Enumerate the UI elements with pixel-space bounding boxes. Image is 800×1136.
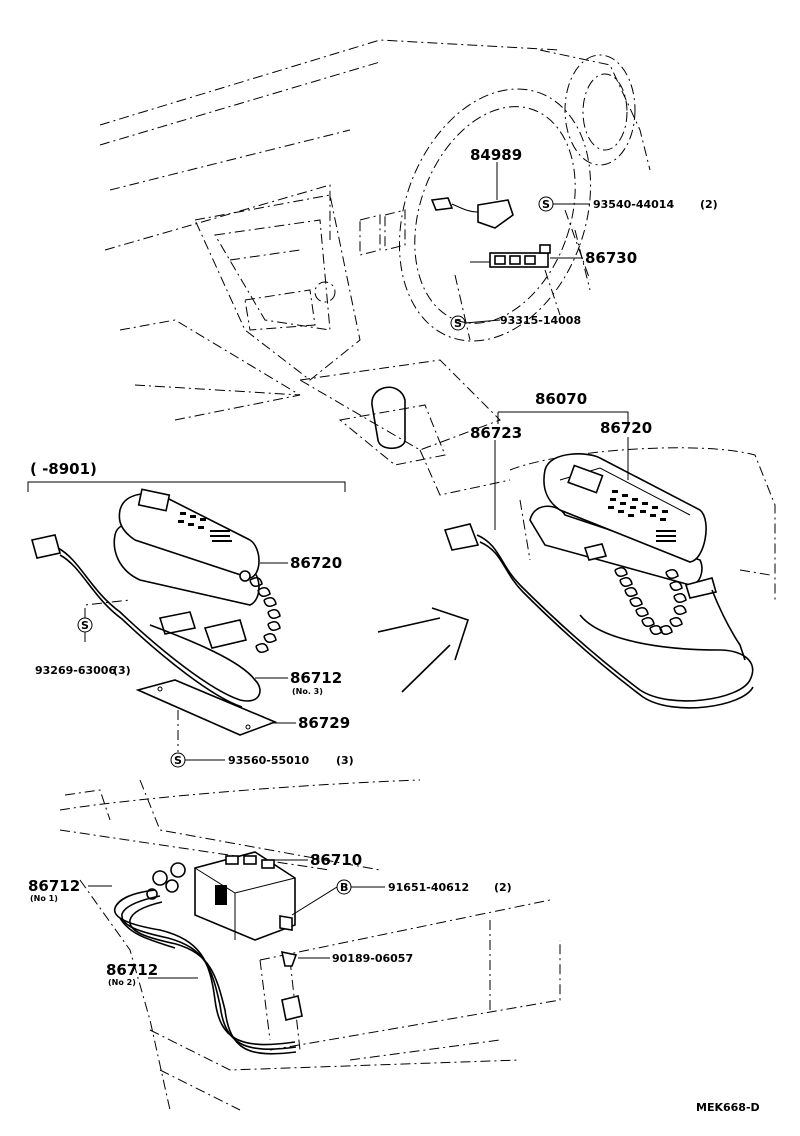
- screw-letter: S: [454, 317, 462, 330]
- screw-letter: S: [81, 619, 89, 632]
- label-91651-qty: (2): [494, 881, 512, 894]
- label-86712-no1-sub: (No 1): [30, 894, 58, 903]
- label-93315-14008: 93315-14008: [500, 314, 581, 327]
- label-86712-no2: 86712: [106, 961, 158, 979]
- screw-symbol-93540: S: [538, 196, 554, 212]
- label-86712-no2-sub: (No 2): [108, 978, 136, 987]
- bolt-letter: B: [340, 881, 348, 894]
- screw-symbol-93269: S: [77, 617, 93, 633]
- label-93540-44014: 93540-44014: [593, 198, 674, 211]
- screw-letter: S: [174, 754, 182, 767]
- label-86723: 86723: [470, 424, 522, 442]
- handset-right-illustration: [443, 447, 776, 709]
- screw-symbol-93560: S: [170, 752, 186, 768]
- label-93540-qty: (2): [700, 198, 718, 211]
- assembly-arrow: [377, 607, 470, 693]
- diagram-code: MEK668-D: [696, 1101, 760, 1114]
- handset-left-illustration: [31, 488, 281, 736]
- label-86712-no1: 86712: [28, 877, 80, 895]
- label-93269-63006: 93269-63006: [35, 664, 116, 677]
- label-86712-no3-sub: (No. 3): [292, 687, 323, 696]
- label-91651-40612: 91651-40612: [388, 881, 469, 894]
- label-86720-right: 86720: [600, 419, 652, 437]
- dashboard-illustration: [99, 39, 651, 496]
- label-86720-left: 86720: [290, 554, 342, 572]
- label-93560-55010: 93560-55010: [228, 754, 309, 767]
- label-84989: 84989: [470, 146, 522, 164]
- trunk-illustration: [59, 779, 561, 1111]
- label-86730: 86730: [585, 249, 637, 267]
- label-86729: 86729: [298, 714, 350, 732]
- label-93269-qty: (3): [113, 664, 131, 677]
- screw-symbol-93315: S: [450, 315, 466, 331]
- label-90189-06057: 90189-06057: [332, 952, 413, 965]
- label-86712-no3: 86712: [290, 669, 342, 687]
- label-86070: 86070: [535, 390, 587, 408]
- label-range-8901: ( -8901): [30, 460, 97, 478]
- screw-letter: S: [542, 198, 550, 211]
- label-93560-qty: (3): [336, 754, 354, 767]
- label-86710: 86710: [310, 851, 362, 869]
- bolt-symbol-91651: B: [336, 879, 352, 895]
